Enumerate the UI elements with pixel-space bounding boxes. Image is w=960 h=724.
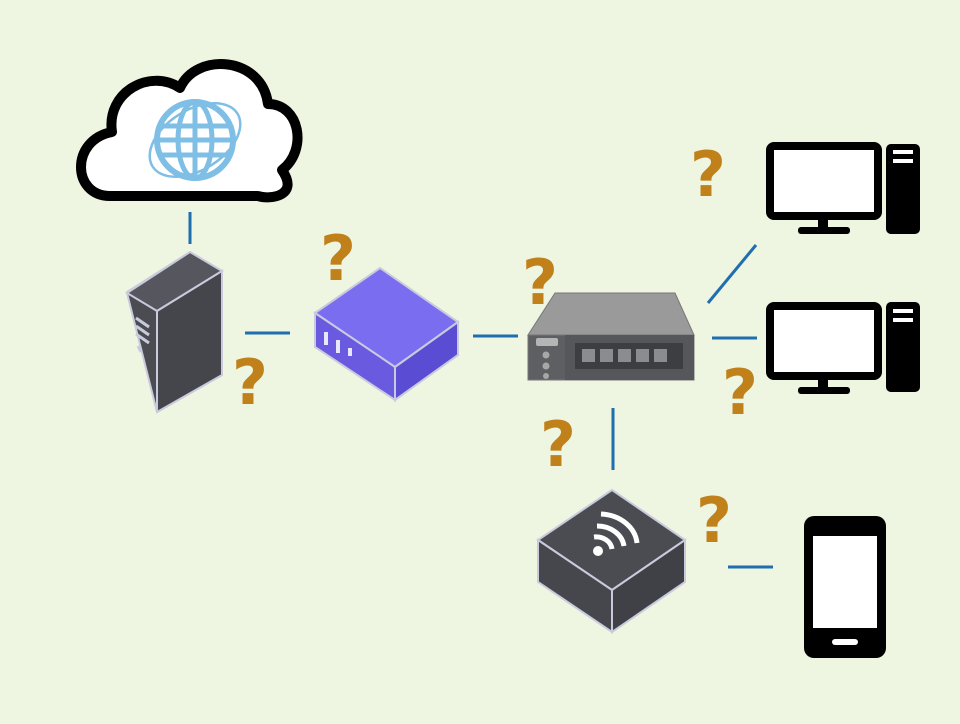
smartphone-icon [804,516,886,658]
question-mark: ? [696,484,732,557]
question-mark: ? [540,408,576,481]
network-switch-icon [527,292,695,381]
question-mark: ? [320,222,356,295]
links [188,212,773,569]
desktop-computer-icon [766,302,920,394]
cloud-globe-icon [76,59,303,203]
question-mark: ? [690,138,726,211]
desktop-computer-icon [766,142,920,234]
router-box-icon [313,266,460,402]
link-switch-pc1 [706,244,758,304]
server-tower-icon [125,250,224,414]
question-mark: ? [522,246,558,319]
question-mark: ? [232,346,268,419]
wifi-access-point-icon [536,488,687,634]
question-mark: ? [722,356,758,429]
